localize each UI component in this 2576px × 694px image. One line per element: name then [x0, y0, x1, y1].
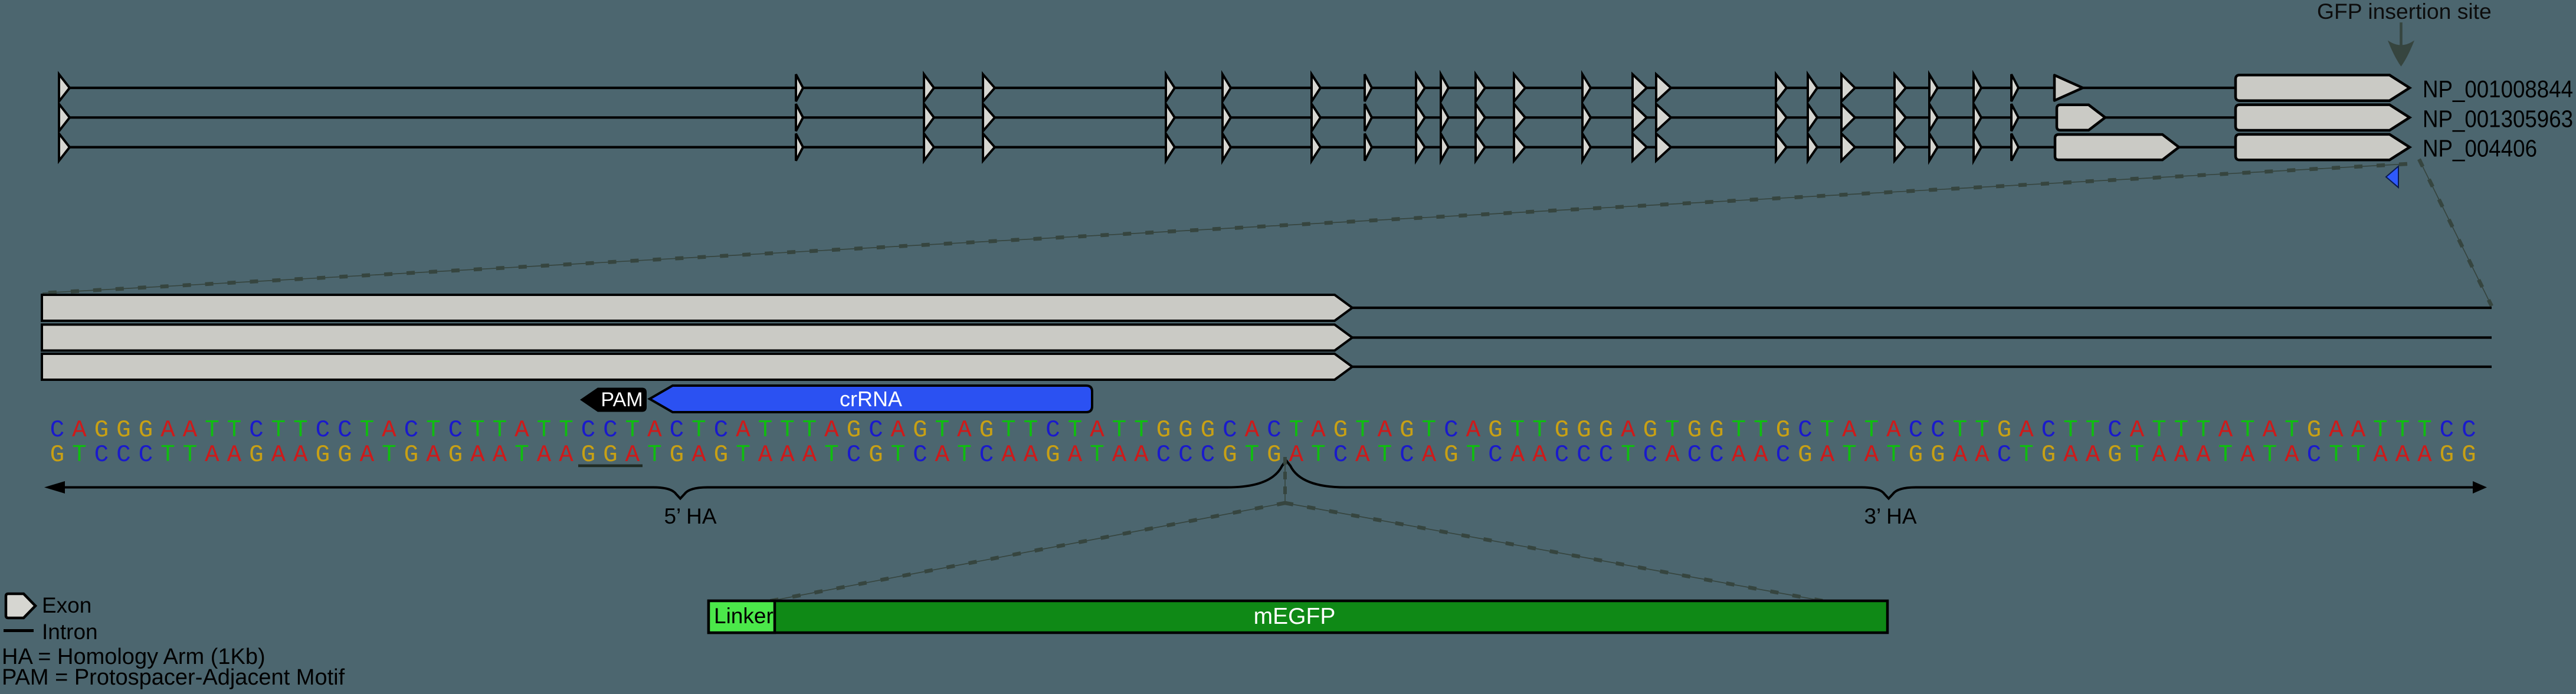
svg-text:Exon: Exon [42, 593, 91, 617]
svg-text:GFP insertion site: GFP insertion site [2317, 0, 2492, 24]
svg-text:NP_001008844: NP_001008844 [2423, 75, 2573, 103]
svg-text:NP_001305963: NP_001305963 [2423, 105, 2573, 132]
svg-text:5’ HA: 5’ HA [664, 504, 716, 528]
svg-text:NP_004406: NP_004406 [2423, 135, 2537, 162]
svg-text:mEGFP: mEGFP [1254, 604, 1336, 629]
svg-text:PAM = Protospacer-Adjacent Mot: PAM = Protospacer-Adjacent Motif [2, 665, 345, 690]
svg-text:HA = Homology Arm (1Kb): HA = Homology Arm (1Kb) [2, 644, 266, 669]
svg-text:Linker: Linker [714, 604, 774, 628]
svg-text:PAM: PAM [601, 389, 643, 411]
svg-text:crRNA: crRNA [840, 387, 902, 411]
svg-text:Intron: Intron [42, 620, 98, 644]
svg-text:3’ HA: 3’ HA [1864, 504, 1916, 528]
